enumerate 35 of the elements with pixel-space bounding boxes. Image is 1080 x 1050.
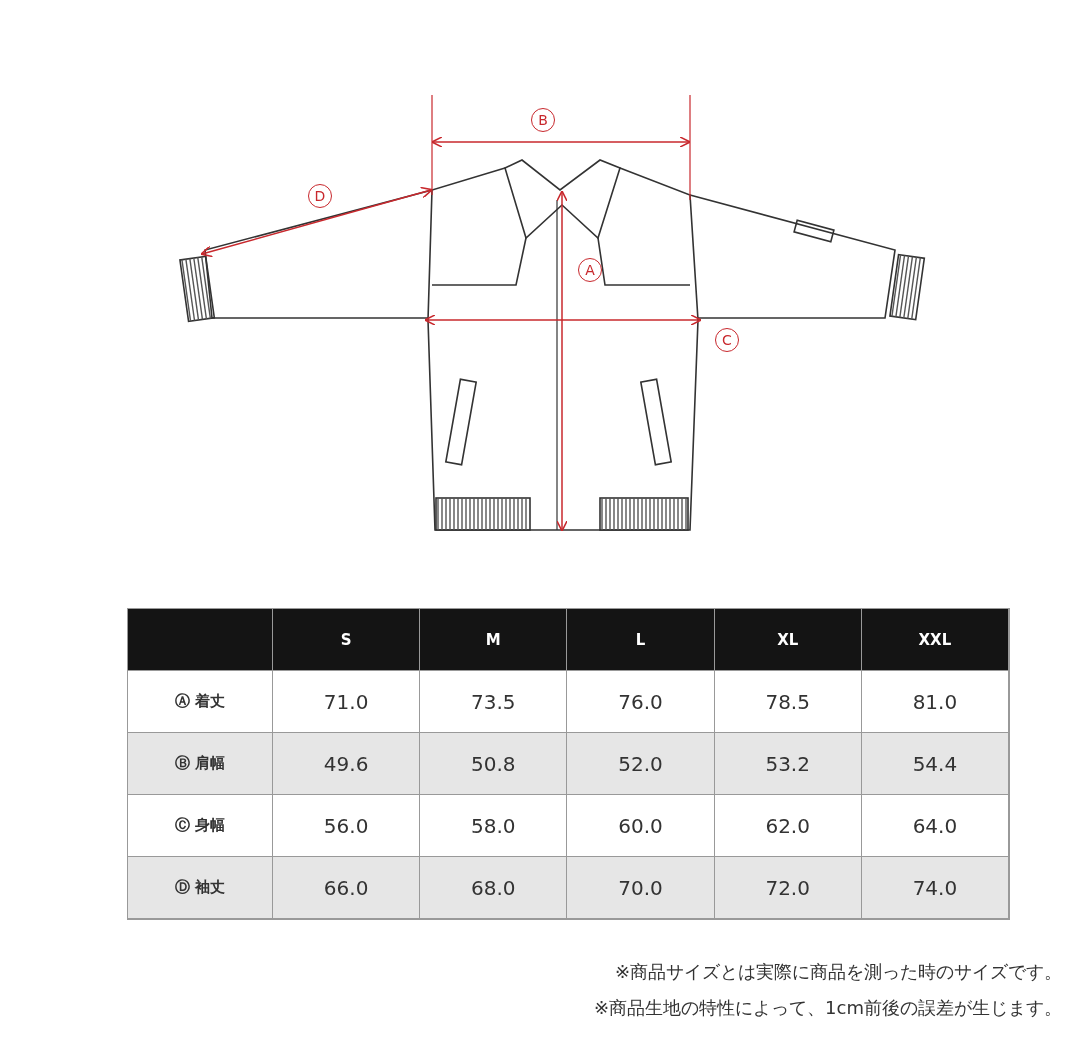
table-cell: 58.0: [420, 795, 568, 857]
dimension-letter: C: [715, 328, 739, 352]
table-cell: 78.5: [714, 671, 862, 733]
row-header-cell: Ⓓ 袖丈: [128, 857, 273, 919]
note-text: ※商品サイズとは実際に商品を測った時のサイズです。: [614, 960, 1062, 984]
table-cell: 53.2: [714, 733, 862, 795]
dimension-letter: D: [308, 184, 332, 208]
table-cell: 66.0: [273, 857, 421, 919]
table-cell: 81.0: [861, 671, 1009, 733]
dimension-letter: A: [578, 258, 602, 282]
table-cell: 62.0: [714, 795, 862, 857]
table-cell: 74.0: [861, 857, 1009, 919]
table-cell: 70.0: [567, 857, 715, 919]
table-header-cell: L: [567, 609, 715, 671]
table-cell: 60.0: [567, 795, 715, 857]
table-cell: 72.0: [714, 857, 862, 919]
table-cell: 52.0: [567, 733, 715, 795]
table-header-cell: XXL: [861, 609, 1009, 671]
table-cell: 64.0: [861, 795, 1009, 857]
row-header-cell: Ⓒ 身幅: [128, 795, 273, 857]
note-text: ※商品生地の特性によって、1cm前後の誤差が生じます。: [594, 996, 1062, 1020]
dimension-letter: B: [531, 108, 555, 132]
table-cell: 76.0: [567, 671, 715, 733]
table-header-cell: S: [273, 609, 421, 671]
table-cell: 50.8: [420, 733, 568, 795]
table-cell: 56.0: [273, 795, 421, 857]
table-cell: 68.0: [420, 857, 568, 919]
table-cell: 54.4: [861, 733, 1009, 795]
table-header-cell: XL: [714, 609, 862, 671]
table-cell: 49.6: [273, 733, 421, 795]
row-header-cell: Ⓑ 肩幅: [128, 733, 273, 795]
table-cell: 71.0: [273, 671, 421, 733]
table-header-cell: M: [420, 609, 568, 671]
row-header-cell: Ⓐ 着丈: [128, 671, 273, 733]
table-cell: 73.5: [420, 671, 568, 733]
